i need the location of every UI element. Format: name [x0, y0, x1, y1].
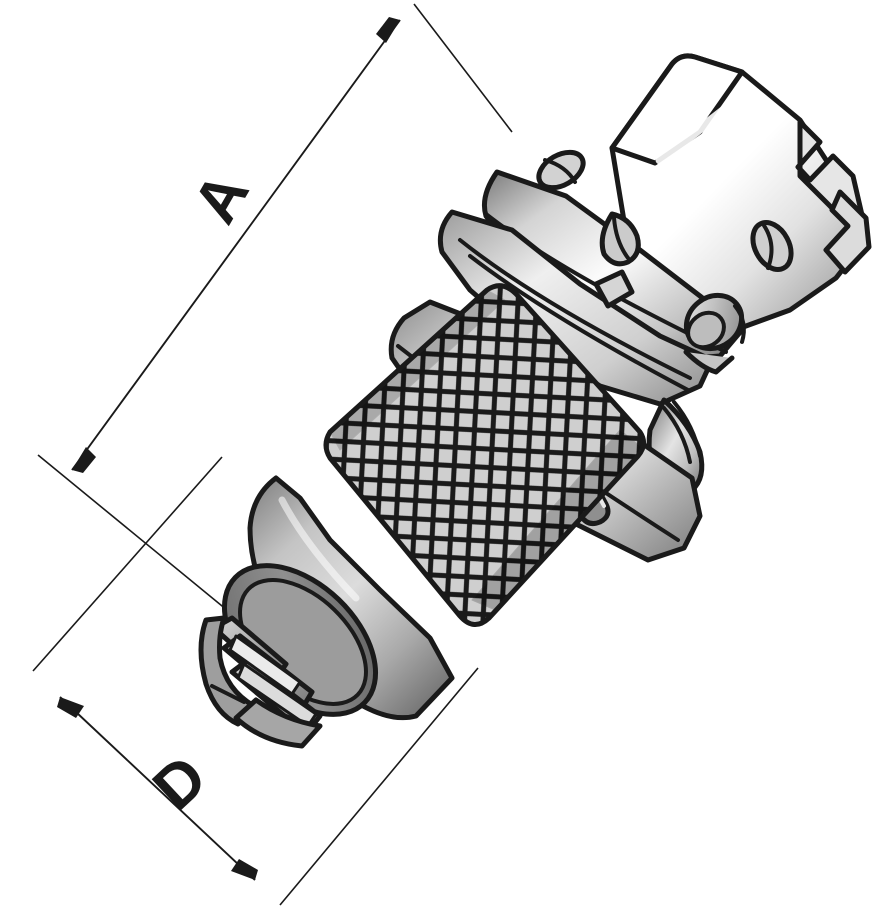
collar-groove-1 — [458, 238, 692, 380]
locking-pin-base — [683, 349, 735, 375]
locking-pin — [683, 292, 746, 375]
collar-lug-edge — [612, 216, 630, 260]
extension-line-d-right — [279, 667, 479, 906]
flange-hole-inner-edge — [543, 158, 577, 184]
shank-end-face — [609, 53, 745, 166]
knurl-outline — [323, 283, 646, 627]
locking-pin-face — [686, 310, 726, 350]
hsk-taper-shank — [609, 53, 872, 333]
arrowhead-a-bottom — [72, 447, 96, 473]
clamping-collar — [437, 209, 715, 407]
jaw-gap-upper — [228, 634, 302, 696]
rear-ring-line-2 — [672, 400, 702, 458]
rear-ring-line-1 — [662, 406, 692, 464]
collar-groove-2 — [468, 254, 690, 392]
dimension-line-a — [71, 19, 401, 471]
collar-key-block — [593, 269, 635, 309]
jaw-hub-line — [210, 684, 246, 704]
shank-highlight — [655, 91, 747, 165]
dimension-d-extension-lines — [32, 456, 479, 906]
arrowhead-a-top — [376, 17, 400, 43]
arrowhead-d-lower — [231, 859, 258, 880]
coolant-hole-inner-edge — [761, 222, 774, 270]
locking-pin-shoulder — [733, 304, 746, 344]
jaw-front-cap — [233, 697, 323, 749]
arrowhead-d-upper — [57, 697, 84, 718]
dimension-a-extension-lines — [37, 3, 513, 625]
chuck-jaws — [198, 615, 323, 737]
drive-slot-secondary — [823, 189, 872, 275]
extension-line-d-left — [32, 456, 223, 672]
nose-highlight — [278, 496, 360, 602]
collar-lug — [599, 211, 641, 267]
dimension-line-d — [59, 696, 256, 881]
extension-line-a-bottom — [37, 454, 245, 625]
extension-line-a-top — [413, 3, 513, 133]
dimension-layer — [32, 3, 513, 906]
